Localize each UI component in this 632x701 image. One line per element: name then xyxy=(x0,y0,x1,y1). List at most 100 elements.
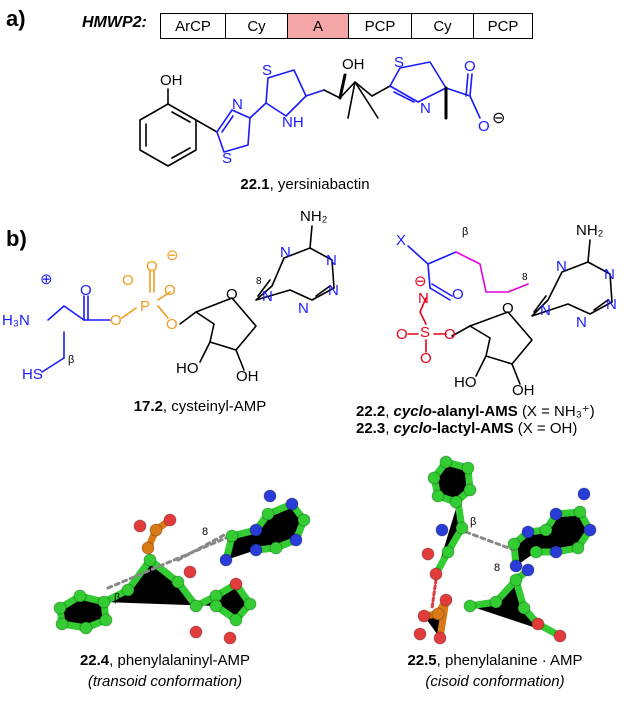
m2-atom-60 xyxy=(573,505,587,519)
domain-arcp-0: ArCP xyxy=(161,14,225,38)
m2-atom-37 xyxy=(431,489,445,503)
m1-atom-15 xyxy=(229,577,243,591)
m1-atom-0 xyxy=(53,601,67,615)
m2-atom-38 xyxy=(455,521,469,535)
m1-atom-2 xyxy=(97,595,111,609)
cys-n5: N xyxy=(298,300,309,317)
atom-n3: N xyxy=(420,100,431,117)
cys-h3n: H₃N xyxy=(2,312,30,329)
cys-nh2: NH₂ xyxy=(300,208,328,225)
m1-atom-27 xyxy=(297,513,311,527)
caption-model2-sub: (cisoid conformation) xyxy=(425,673,565,690)
model2-dist xyxy=(464,530,516,552)
cyclo-n4: N xyxy=(540,302,551,319)
m1-atom-13 xyxy=(189,599,203,613)
adenine-ring-a xyxy=(255,247,335,301)
caption-cyclo-lactyl: 22.3, cyclo-lactyl-AMS (X = OH) xyxy=(356,420,578,437)
cys-o-ester: O xyxy=(110,312,122,329)
atom-n1: N xyxy=(232,96,243,113)
cyclo-carbonyl xyxy=(429,283,453,301)
m1-atom-17 xyxy=(229,613,243,627)
thiazoline-1-double xyxy=(221,115,234,133)
panel-a-label: a) xyxy=(6,6,26,31)
thiazolidine-to-chain xyxy=(305,89,325,97)
model2-chain xyxy=(432,498,466,578)
m1-atom-4 xyxy=(79,621,93,635)
domain-pcp-3: PCP xyxy=(348,14,411,38)
atom-nh: NH xyxy=(282,114,304,131)
atom-o1: O xyxy=(464,58,476,75)
phenol-ring xyxy=(139,103,197,167)
m2-atom-44 xyxy=(431,607,445,621)
m2-atom-65 xyxy=(529,545,543,559)
m2-atom-63 xyxy=(571,541,585,555)
m1-atom-6 xyxy=(121,583,135,597)
model2-beta: β xyxy=(470,516,477,528)
atom-oh2: OH xyxy=(342,56,365,73)
m1-atom-29 xyxy=(269,541,283,555)
thiazoline-1-to-thiazolidine xyxy=(249,102,267,119)
phosphate-bonds xyxy=(121,269,171,319)
cyclo-backbone xyxy=(427,251,457,289)
cyclo-n5: N xyxy=(576,314,587,331)
cys-p: P xyxy=(140,298,151,315)
cys-backbone xyxy=(47,305,85,321)
yersiniabactin-structure xyxy=(139,61,481,167)
m2-atom-34 xyxy=(461,461,475,475)
m2-atom-43 xyxy=(417,609,431,623)
atom-s3: S xyxy=(394,54,405,71)
adenine-inner-b xyxy=(533,239,609,313)
panel-b-label: b) xyxy=(6,226,27,251)
caption-model1-sub: (transoid conformation) xyxy=(87,673,243,690)
atom-o2: O xyxy=(478,118,490,135)
cyclo-o-link: O xyxy=(444,326,456,343)
cyclo-ams-structure xyxy=(407,239,613,385)
m2-atom-42 xyxy=(429,567,443,581)
m2-atom-45 xyxy=(439,593,453,607)
cys-o-p1: O xyxy=(122,272,134,289)
m1-atom-25 xyxy=(263,489,277,503)
model2-adenine xyxy=(510,508,595,570)
m1-atom-28 xyxy=(289,533,303,547)
m2-atom-55 xyxy=(509,559,523,573)
cys-n3: N xyxy=(328,282,339,299)
ribose-substituents xyxy=(199,341,245,371)
cys-sh-bond xyxy=(41,357,65,373)
m1-atom-30 xyxy=(249,543,263,557)
model1-dist-8 xyxy=(176,532,228,562)
domain-pcp-5: PCP xyxy=(473,14,532,38)
m2-atom-46 xyxy=(433,631,447,645)
cys-minus: ⊖ xyxy=(166,247,179,264)
m1-atom-12 xyxy=(171,575,185,589)
cyclo-n3: N xyxy=(606,296,617,313)
cys-oh: OH xyxy=(236,368,259,385)
model1-beta: β xyxy=(114,592,121,604)
m1-atom-24 xyxy=(261,507,275,521)
oh-wedge-bond xyxy=(338,73,347,100)
domain-cy-4: Cy xyxy=(411,14,473,38)
m2-atom-32 xyxy=(427,471,441,485)
caption-cysteinyl-amp: 17.2, cysteinyl-AMP xyxy=(133,398,267,415)
cyclo-linker xyxy=(455,251,529,293)
cys-plus: ⊕ xyxy=(40,271,53,288)
m1-atom-20 xyxy=(223,631,237,645)
m1-atom-21 xyxy=(219,553,233,567)
caption-yersiniabactin: 22.1, yersiniabactin xyxy=(240,176,370,193)
m2-atom-36 xyxy=(449,495,463,509)
ribose-ring-a xyxy=(195,297,257,351)
aryl-thiazoline-bond xyxy=(195,119,218,133)
atom-s1: S xyxy=(222,150,233,167)
cys-c8: 8 xyxy=(256,276,262,287)
cyclo-oh: OH xyxy=(512,382,535,399)
m2-atom-47 xyxy=(413,627,427,641)
m1-atom-26 xyxy=(285,497,299,511)
m1-atom-9 xyxy=(149,523,163,537)
cyclo-c8: 8 xyxy=(522,272,528,283)
domain-a-2: A xyxy=(287,14,348,38)
cyclo-o-ring: O xyxy=(502,300,514,317)
m1-atom-19 xyxy=(189,625,203,639)
cys-beta: β xyxy=(68,354,75,366)
cyclo-s: S xyxy=(420,324,431,341)
model1-dist-beta xyxy=(106,536,228,590)
